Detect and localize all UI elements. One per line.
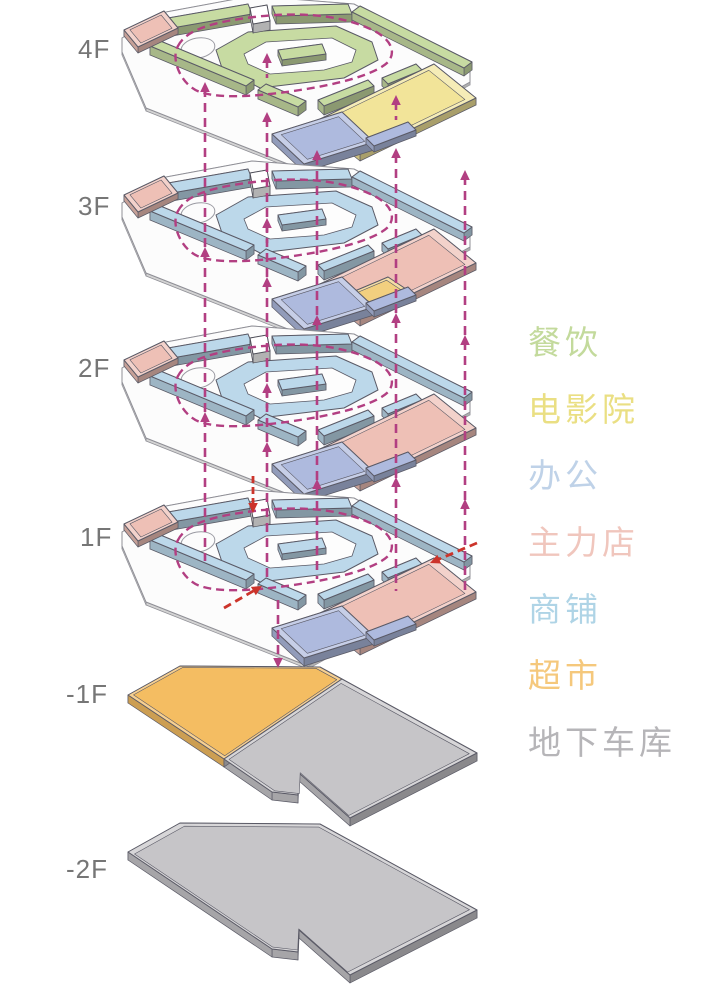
corner-anchor-tray [123, 340, 179, 384]
ring-bar [317, 79, 375, 116]
floor-2f [121, 325, 477, 506]
circulation-loop [174, 507, 394, 592]
floor-b1 [127, 665, 478, 827]
ring-bar [271, 168, 353, 190]
legend-item-shops: 商铺 [528, 590, 602, 628]
floor-label-3f: 3F [78, 191, 111, 221]
ring-bar [351, 170, 473, 242]
entrance-arrows [223, 476, 478, 610]
ring-bar [257, 577, 307, 611]
floor-3f [121, 160, 477, 341]
ring-bar [317, 573, 375, 610]
ring-bar [351, 335, 473, 407]
ring-bar [271, 497, 353, 519]
legend-item-anchor-store: 主力店 [528, 523, 639, 561]
ring-bar [149, 39, 255, 96]
garage-plate-b1 [223, 678, 478, 827]
legend-item-office: 办公 [528, 457, 602, 495]
island-bar [277, 43, 327, 67]
island-bar [277, 208, 327, 232]
floor-label-b1f: -1F [66, 679, 108, 709]
ring-bar [317, 244, 375, 281]
ring-bar [271, 333, 353, 355]
floor-label-2f: 2F [78, 353, 111, 383]
office-bridge-tray [271, 605, 375, 667]
garage-plate-b2 [127, 822, 478, 984]
island-bar [277, 537, 327, 561]
ring-bar [351, 5, 473, 77]
office-bridge-tray [271, 276, 375, 338]
legend: 餐饮 电影院 办公 主力店 商铺 超市 地下车库 [528, 324, 676, 761]
corner-anchor-tray [123, 10, 179, 54]
office-bridge-bar [365, 615, 417, 647]
corner-anchor-tray [123, 504, 179, 548]
legend-item-cinema: 电影院 [528, 390, 639, 428]
ring-bar [317, 409, 375, 446]
floor-1f [121, 489, 477, 670]
elevator-core [249, 4, 271, 34]
ring-bar [257, 83, 307, 117]
office-bridge-bar [365, 121, 417, 153]
floor-b2 [127, 822, 478, 984]
floor-label-1f: 1F [80, 522, 113, 552]
ring-bar [271, 3, 353, 25]
elevator-core [249, 169, 271, 199]
office-bridge-bar [365, 451, 417, 483]
legend-item-dining: 餐饮 [528, 324, 602, 361]
ring-bar [351, 499, 473, 571]
island-bar [277, 373, 327, 397]
legend-item-underground-garage: 地下车库 [528, 723, 676, 761]
elevator-core [249, 334, 271, 364]
corner-anchor-tray [123, 175, 179, 219]
floor-label-4f: 4F [78, 34, 111, 64]
floor-4f [121, 0, 477, 176]
office-bridge-bar [365, 286, 417, 318]
floor-label-b2f: -2F [66, 854, 108, 884]
office-bridge-tray [271, 441, 375, 503]
circulation-arrows [200, 53, 470, 668]
legend-item-supermarket: 超市 [528, 657, 602, 695]
